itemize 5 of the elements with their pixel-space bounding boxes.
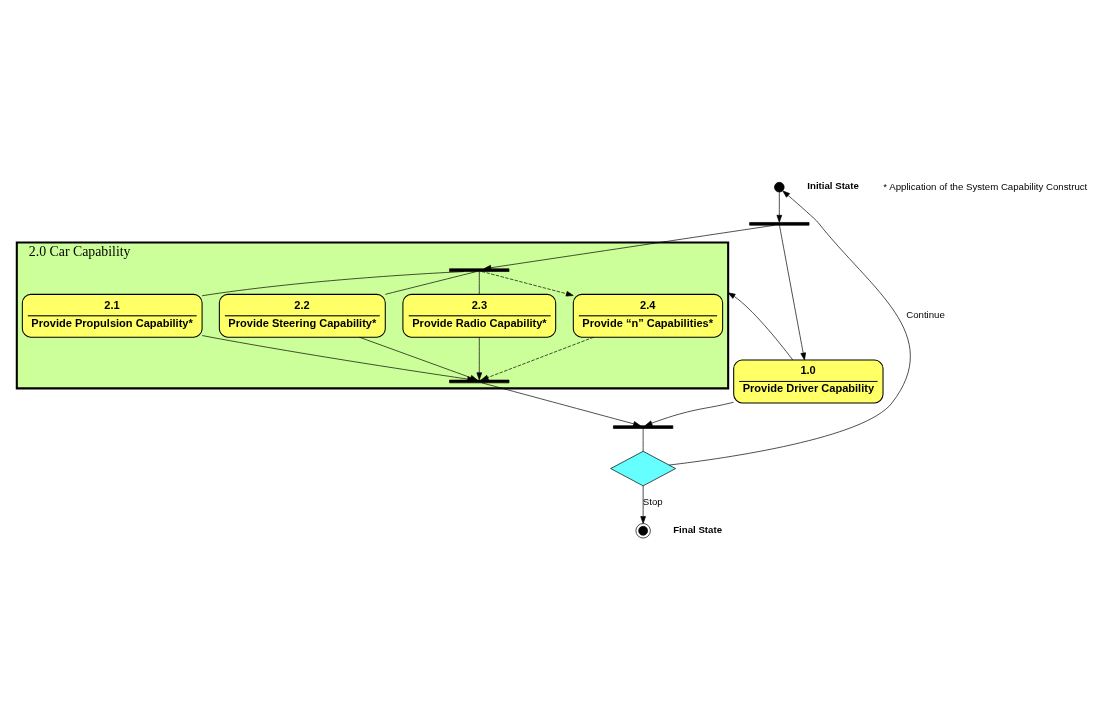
edge-label: Continue <box>906 308 945 320</box>
node-label: Final State <box>673 523 723 535</box>
label: * Application of the System Capability Construct <box>883 180 1088 192</box>
node-label: Initial State <box>807 179 859 191</box>
edge-label: Stop <box>642 495 663 507</box>
